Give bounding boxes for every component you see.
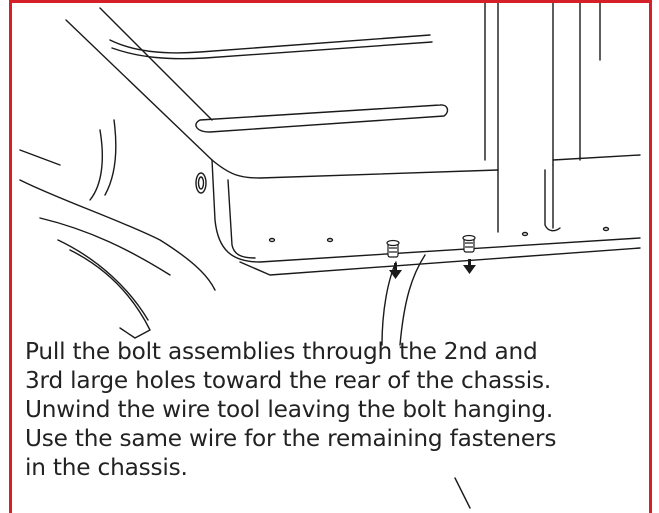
panel-border-top [9,0,652,3]
instruction-line: Unwind the wire tool leaving the bolt ha… [25,396,554,423]
instruction-line: 3rd large holes toward the rear of the c… [25,367,552,394]
bolt-left [386,239,400,258]
panel-border-left [9,0,12,513]
down-arrow-icon [389,263,402,279]
bolt-right [462,234,476,253]
instruction-line: Pull the bolt assemblies through the 2nd… [25,338,538,365]
instruction-line: Use the same wire for the remaining fast… [25,425,557,452]
panel-border-right [649,0,652,513]
down-arrow-icon [463,259,476,274]
chassis-illustration [19,3,641,509]
instruction-text: Pull the bolt assemblies through the 2nd… [25,337,635,482]
instruction-line: in the chassis. [25,454,188,481]
